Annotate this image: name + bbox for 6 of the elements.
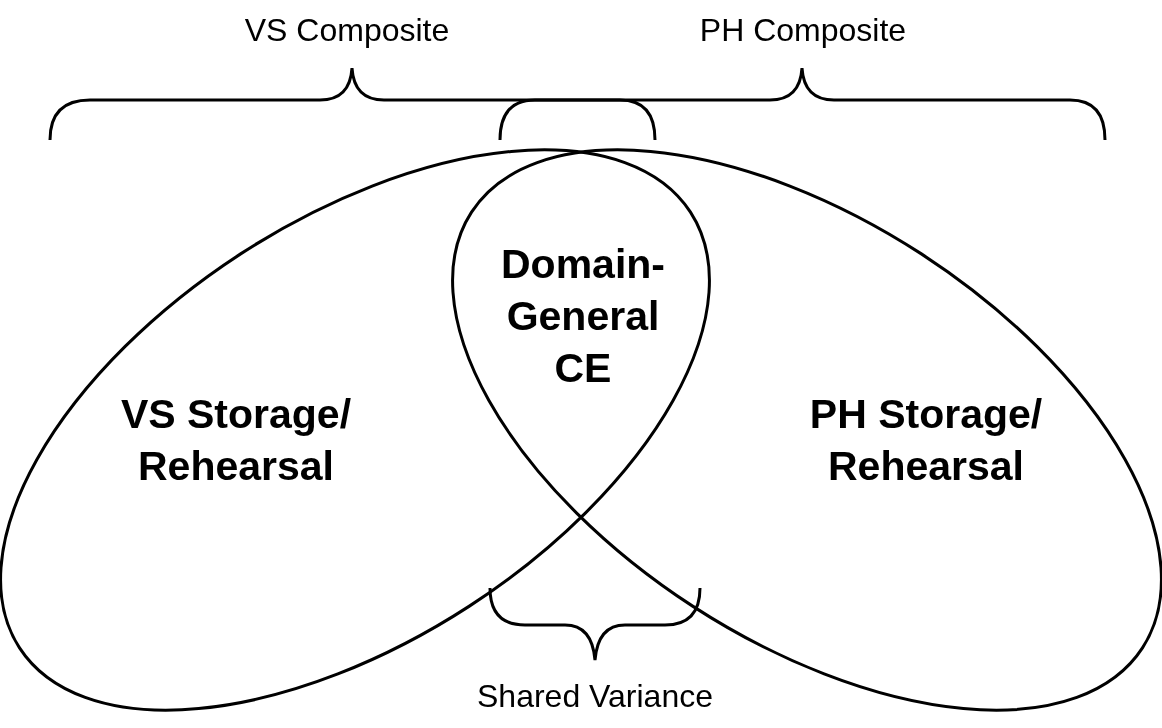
brace-label: Shared Variance <box>477 678 713 715</box>
region-label: PH Storage/ Rehearsal <box>808 390 1044 491</box>
brace-label: VS Composite <box>244 12 450 49</box>
brace-label: PH Composite <box>699 12 907 49</box>
overlap-label: Domain-General CE <box>500 240 666 393</box>
region-label: VS Storage/ Rehearsal <box>119 390 353 491</box>
